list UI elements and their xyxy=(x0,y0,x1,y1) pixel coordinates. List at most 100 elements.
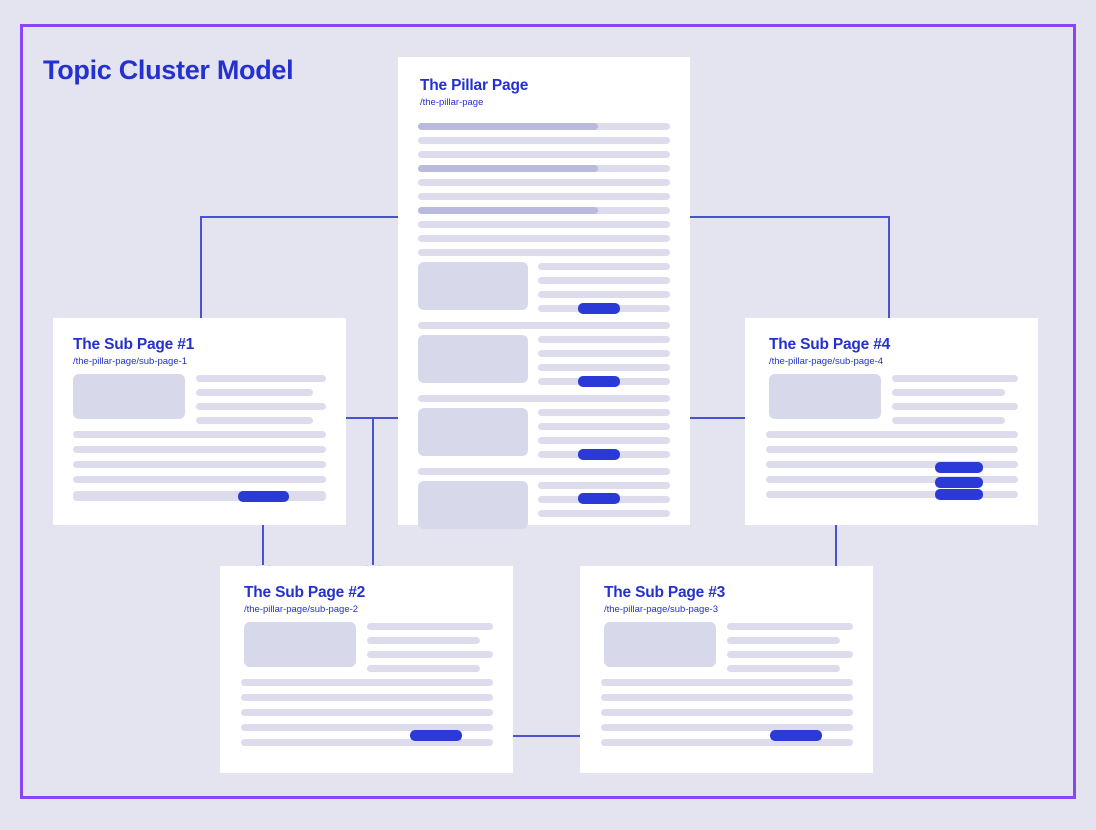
text-bar xyxy=(727,623,853,630)
card-title-sub2: The Sub Page #2 xyxy=(244,584,366,601)
card-title-pillar: The Pillar Page xyxy=(420,77,529,94)
text-bar xyxy=(73,431,326,438)
image-placeholder xyxy=(418,481,528,529)
inline-link-c[interactable] xyxy=(935,489,983,500)
inline-link-a[interactable] xyxy=(935,462,983,473)
connector-pillar-to-sub2-vertical xyxy=(372,417,374,565)
image-placeholder xyxy=(244,622,356,667)
text-bar xyxy=(241,724,493,731)
text-bar xyxy=(418,151,670,158)
card-pillar-page[interactable]: The Pillar Page /the-pillar-page xyxy=(398,57,690,529)
text-bar xyxy=(241,679,493,686)
card-url-pillar: /the-pillar-page xyxy=(420,97,484,108)
text-bar xyxy=(538,423,670,430)
text-bar xyxy=(367,665,480,672)
text-bar xyxy=(418,322,670,329)
text-bar xyxy=(892,417,1005,424)
text-bar xyxy=(766,461,1018,468)
inline-link-b[interactable] xyxy=(935,477,983,488)
text-bar xyxy=(196,389,313,396)
text-bar xyxy=(73,461,326,468)
card-sub-page-4[interactable]: The Sub Page #4 /the-pillar-page/sub-pag… xyxy=(745,318,1038,525)
text-bar xyxy=(418,395,670,402)
image-placeholder xyxy=(73,374,185,419)
image-placeholder xyxy=(769,374,881,419)
text-bar xyxy=(418,468,670,475)
text-bar xyxy=(241,694,493,701)
text-bar xyxy=(601,724,853,731)
text-bar xyxy=(538,482,670,489)
text-bar xyxy=(538,336,670,343)
card-url-sub1: /the-pillar-page/sub-page-1 xyxy=(73,356,188,367)
card-sub-page-1[interactable]: The Sub Page #1 /the-pillar-page/sub-pag… xyxy=(53,318,346,525)
inline-link-4[interactable] xyxy=(578,493,620,504)
text-bar xyxy=(367,623,493,630)
text-bar xyxy=(538,409,670,416)
connector-sub4-to-sub3-vertical xyxy=(835,492,837,580)
text-bar xyxy=(766,491,1018,498)
inline-link-to-sub2[interactable] xyxy=(238,491,289,502)
card-title-sub3: The Sub Page #3 xyxy=(604,584,726,601)
image-placeholder xyxy=(418,335,528,383)
image-placeholder xyxy=(418,262,528,310)
text-bar xyxy=(892,389,1005,396)
text-bar xyxy=(196,417,313,424)
inline-link-2[interactable] xyxy=(578,376,620,387)
card-url-sub2: /the-pillar-page/sub-page-2 xyxy=(244,604,359,615)
connector-pillar-to-sub1-top-horizontal xyxy=(200,216,399,218)
image-placeholder xyxy=(604,622,716,667)
image-placeholder xyxy=(418,408,528,456)
card-sub-page-2[interactable]: The Sub Page #2 /the-pillar-page/sub-pag… xyxy=(220,566,513,773)
text-bar xyxy=(727,637,840,644)
text-bar xyxy=(241,709,493,716)
text-bar xyxy=(892,375,1018,382)
inline-link-1[interactable] xyxy=(578,303,620,314)
inline-link-to-sub3[interactable] xyxy=(410,730,462,741)
connector-sub1-vertical-drop xyxy=(200,216,202,320)
text-bar xyxy=(73,446,326,453)
text-bar xyxy=(73,476,326,483)
connector-pillar-to-sub1-horizontal xyxy=(330,417,399,419)
text-bar xyxy=(538,350,670,357)
text-bar xyxy=(727,665,840,672)
connector-pillar-to-sub4-top-horizontal xyxy=(690,216,889,218)
text-bar xyxy=(538,263,670,270)
text-bar xyxy=(766,476,1018,483)
text-bar xyxy=(418,179,670,186)
text-bar xyxy=(241,739,493,746)
text-bar xyxy=(196,403,326,410)
text-bar xyxy=(601,709,853,716)
text-bar-heading xyxy=(418,123,598,130)
text-bar xyxy=(418,193,670,200)
text-bar xyxy=(538,364,670,371)
connector-pillar-to-sub4-horizontal xyxy=(690,417,746,419)
text-bar xyxy=(766,431,1018,438)
text-bar xyxy=(196,375,326,382)
text-bar xyxy=(418,221,670,228)
text-bar xyxy=(538,437,670,444)
card-sub-page-3[interactable]: The Sub Page #3 /the-pillar-page/sub-pag… xyxy=(580,566,873,773)
text-bar xyxy=(73,494,326,501)
card-url-sub3: /the-pillar-page/sub-page-3 xyxy=(604,604,719,615)
inline-link-3[interactable] xyxy=(578,449,620,460)
text-bar xyxy=(367,637,480,644)
card-url-sub4: /the-pillar-page/sub-page-4 xyxy=(769,356,884,367)
card-title-sub4: The Sub Page #4 xyxy=(769,336,891,353)
text-bar xyxy=(892,403,1018,410)
text-bar-heading xyxy=(418,165,598,172)
connector-sub4-vertical-drop xyxy=(888,216,890,320)
connector-sub2-to-sub3-horizontal xyxy=(452,735,590,737)
text-bar xyxy=(766,446,1018,453)
text-bar-heading xyxy=(418,207,598,214)
text-bar xyxy=(601,679,853,686)
text-bar xyxy=(418,137,670,144)
text-bar xyxy=(538,277,670,284)
text-bar xyxy=(601,694,853,701)
text-bar xyxy=(727,651,853,658)
text-bar xyxy=(538,291,670,298)
text-bar xyxy=(418,249,670,256)
connector-sub1-to-sub2-vertical xyxy=(262,498,264,565)
inline-link-sub3[interactable] xyxy=(770,730,822,741)
text-bar xyxy=(538,510,670,517)
